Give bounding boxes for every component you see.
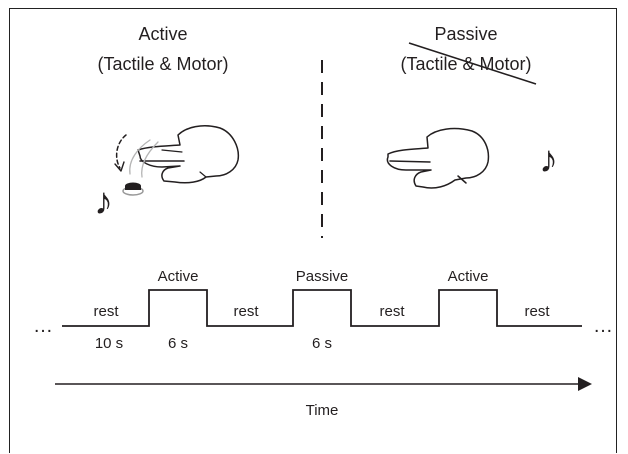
block-label-rest: rest [233, 303, 259, 320]
block-label-active: Active [448, 268, 489, 285]
block-label-active: Active [158, 268, 199, 285]
block-label-rest: rest [93, 303, 119, 320]
music-note-icon: ♪ [539, 139, 558, 181]
time-axis-arrowhead [578, 377, 592, 391]
passive-strikethrough [408, 42, 537, 85]
passive-panel-subtitle: (Tactile & Motor) [400, 54, 531, 74]
timeline-ellipsis-right: … [593, 315, 613, 337]
music-note-icon: ♪ [94, 181, 113, 223]
figure-frame [9, 8, 617, 453]
passive-hand-icon [386, 127, 490, 189]
active-panel-title: Active [138, 24, 187, 44]
timeline-ellipsis-left: … [33, 315, 53, 337]
block-label-passive: Passive [296, 268, 349, 285]
block-label-rest: rest [524, 303, 550, 320]
duration-active-label: 6 s [168, 335, 188, 352]
duration-rest-label: 10 s [95, 335, 123, 352]
active-hand-icon [114, 125, 240, 184]
passive-panel-title: Passive [434, 24, 497, 44]
block-timeline [62, 289, 582, 327]
response-button-icon [122, 182, 144, 196]
active-panel-subtitle: (Tactile & Motor) [97, 54, 228, 74]
block-label-rest: rest [379, 303, 405, 320]
time-axis-label: Time [306, 402, 339, 419]
duration-passive-label: 6 s [312, 335, 332, 352]
